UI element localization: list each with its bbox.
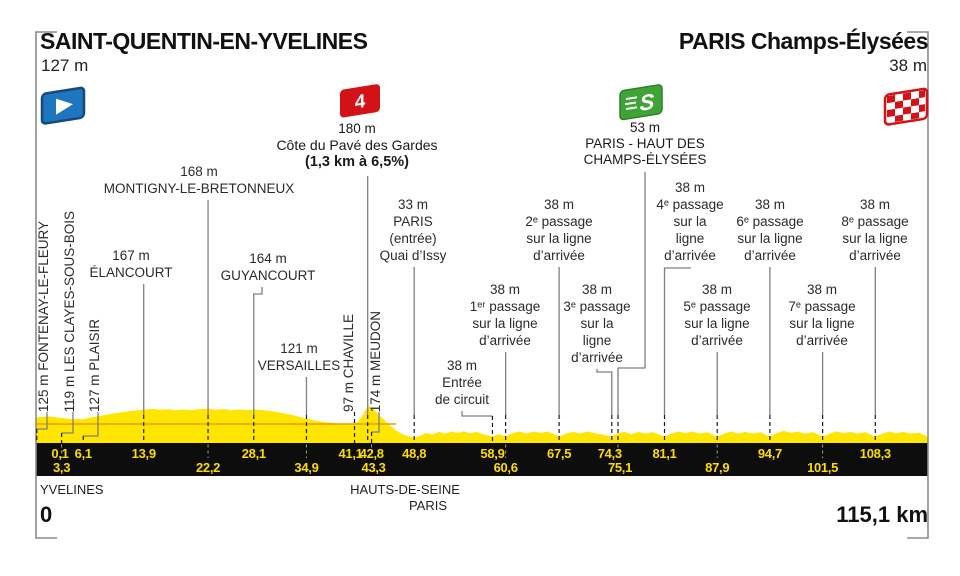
svg-text:S: S	[640, 89, 655, 116]
km-marker: 28,1	[241, 445, 266, 461]
start-city-title: SAINT-QUENTIN-EN-YVELINES	[40, 28, 368, 54]
waypoint-label: 38 m 7ᵉ passage sur la ligne d’arrivée	[788, 282, 856, 348]
depart-flag-icon	[38, 84, 92, 137]
department-paris: PARIS	[408, 498, 448, 513]
km-marker: 58,9	[480, 445, 505, 461]
total-distance: 115,1 km	[836, 502, 928, 527]
waypoint-label: 38 m 6ᵉ passage sur la ligne d’arrivée	[736, 197, 804, 263]
distance-bar	[36, 443, 928, 476]
waypoint-connector	[663, 267, 691, 415]
waypoint-label: 38 m 2ᵉ passage sur la ligne d’arrivée	[525, 197, 593, 263]
department-yvelines: YVELINES	[40, 482, 104, 497]
right-frame-bracket	[907, 31, 929, 539]
finish-flag-icon	[880, 84, 936, 139]
elevation-area	[36, 406, 928, 443]
start-altitude: 127 m	[41, 56, 89, 75]
climb-label: 180 m Côte du Pavé des Gardes (1,3 km à …	[276, 120, 437, 171]
sprint-altitude: 53 m	[629, 120, 661, 135]
km-marker: 41,1	[338, 445, 363, 461]
km-marker: 34,9	[294, 459, 319, 475]
waypoint-label-vertical: 125 m FONTENAY-LE-FLEURY	[36, 220, 51, 412]
km-marker: 81,1	[652, 445, 677, 461]
km-marker: 3,3	[52, 459, 71, 475]
waypoint-connector	[596, 369, 613, 415]
finish-city-title: PARIS Champs-Élysées	[678, 28, 929, 54]
department-hauts-de-seine: HAUTS-DE-SEINE	[350, 482, 460, 497]
waypoint-connector	[617, 172, 646, 415]
waypoint-connector	[83, 412, 99, 437]
km-marker: 94,7	[757, 445, 782, 461]
km-marker: 0,1	[51, 445, 69, 461]
sprint-name-line: PARIS - HAUT DES	[585, 136, 705, 151]
km-marker: 60,6	[493, 459, 518, 475]
climb-altitude: 180 m	[338, 121, 376, 136]
waypoint-label: 38 m 1ᵉʳ passage sur la ligne d’arrivée	[469, 282, 541, 348]
climb-category-number: 4	[355, 91, 366, 114]
waypoint-label: 121 m VERSAILLES	[257, 341, 341, 373]
km-marker: 13,9	[131, 445, 156, 461]
km-marker: 74,3	[597, 445, 622, 461]
sprint-icon: S	[616, 81, 670, 134]
waypoint-connector	[253, 287, 263, 415]
left-frame-bracket	[35, 31, 57, 539]
km-marker: 22,2	[195, 459, 221, 475]
waypoint-connector	[371, 412, 380, 433]
km-marker: 108,3	[859, 445, 891, 461]
km-marker: 6,1	[74, 445, 92, 461]
waypoint-label: 164 m GUYANCOURT	[220, 251, 316, 283]
km-marker: 42,8	[359, 445, 384, 461]
waypoint-label-vertical: 119 m LES CLAYES-SOUS-BOIS	[62, 210, 77, 412]
waypoint-label: 38 m Entrée de circuit	[434, 358, 490, 407]
km-marker: 43,3	[361, 459, 386, 475]
waypoint-label: 167 m ÉLANCOURT	[89, 248, 173, 280]
waypoint-label: 38 m 8ᵉ passage sur la ligne d’arrivée	[841, 197, 909, 263]
waypoint-connector	[461, 411, 493, 417]
km-marker: 67,5	[547, 445, 572, 461]
climb-name: Côte du Pavé des Gardes	[276, 137, 438, 153]
waypoint-label: 33 m PARIS (entrée) Quai d’Issy	[379, 197, 447, 263]
start-km: 0	[40, 502, 53, 527]
waypoint-label: 168 m MONTIGNY-LE-BRETONNEUX	[103, 164, 295, 196]
km-marker: 75,1	[607, 459, 633, 475]
climb-detail: (1,3 km à 6,5%)	[305, 154, 409, 170]
waypoint-connector	[61, 412, 74, 434]
climb-category-icon: 4	[336, 80, 386, 131]
waypoint-label-vertical: 127 m PLAISIR	[87, 318, 102, 412]
km-marker: 87,9	[705, 459, 730, 475]
finish-altitude: 38 m	[889, 56, 927, 75]
waypoint-label: 38 m 3ᵉ passage sur la ligne d’arrivée	[563, 282, 631, 365]
km-marker: 48,8	[402, 445, 427, 461]
waypoint-label: 38 m 4ᵉ passage sur la ligne d’arrivée	[656, 180, 724, 263]
waypoint-connector	[36, 412, 48, 430]
waypoint-label-vertical: 97 m CHAVILLE	[341, 313, 356, 412]
waypoint-label: 38 m 5ᵉ passage sur la ligne d’arrivée	[683, 282, 751, 348]
waypoint-label-vertical: 174 m MEUDON	[368, 310, 383, 412]
sprint-label: 53 m PARIS - HAUT DES CHAMPS-ÉLYSÉES	[584, 120, 707, 168]
sprint-name-line: CHAMPS-ÉLYSÉES	[583, 152, 707, 167]
km-marker: 101,5	[807, 459, 839, 475]
